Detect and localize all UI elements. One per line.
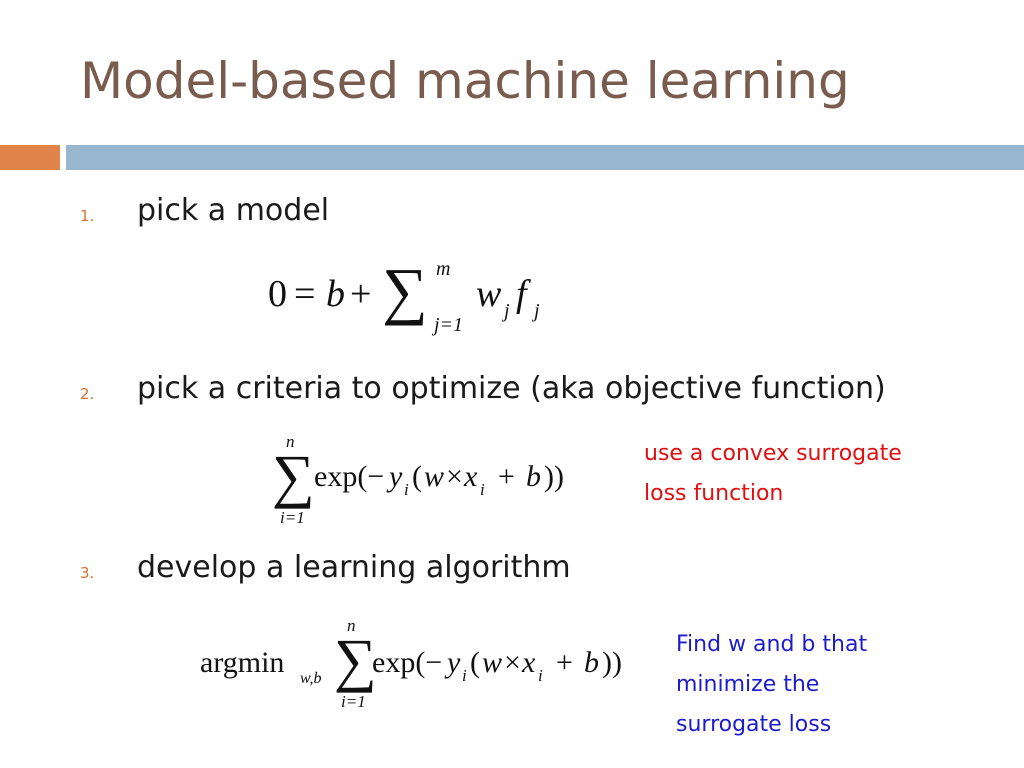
model-weight-sub: j [504, 300, 510, 322]
step-number-2: 2. [80, 385, 95, 403]
objective-times: × [446, 460, 463, 493]
model-equals: = [294, 273, 316, 315]
slide-title: Model-based machine learning [80, 52, 850, 110]
find-note-line-2: minimize the [676, 672, 820, 697]
learning-sum-symbol: ∑ [334, 627, 377, 693]
step-number-1: 1. [80, 207, 95, 225]
find-note: Find w and b that minimize the surrogate… [676, 625, 867, 745]
step-label-3: develop a learning algorithm [137, 550, 571, 585]
surrogate-note: use a convex surrogate loss function [644, 434, 902, 514]
learning-input-x: x [522, 646, 536, 679]
find-note-line-1: Find w and b that [676, 632, 868, 657]
model-equation: 0 = b + ∑ m j=1 w j f j [268, 255, 568, 348]
model-feature: f [516, 273, 527, 315]
surrogate-note-line-1: use a convex surrogate [644, 441, 902, 466]
learning-open-paren: ( [470, 646, 480, 679]
learning-input-x-sub: i [538, 666, 543, 685]
title-underline-accent [0, 145, 60, 170]
objective-label-y: y [389, 460, 403, 493]
title-underline-bar [66, 145, 1024, 170]
step-number-3: 3. [80, 564, 95, 582]
find-note-line-3: surrogate loss [676, 712, 832, 737]
model-feature-sub: j [534, 300, 540, 322]
objective-sum-lower: i=1 [280, 508, 305, 527]
model-sum-upper: m [436, 258, 451, 280]
learning-equation: argmin w,b n ∑ i=1 exp(− y i ( w × x i +… [200, 616, 660, 716]
learning-exp: exp(− [372, 646, 443, 679]
learning-argmin: argmin [200, 646, 285, 679]
model-lhs: 0 [268, 273, 287, 315]
model-sum-lower: j=1 [434, 314, 464, 336]
objective-weight: w [424, 460, 445, 493]
objective-equation: n ∑ i=1 exp(− y i ( w × x i + b )) [272, 432, 592, 532]
objective-input-x: x [464, 460, 478, 493]
learning-weight: w [482, 646, 503, 679]
objective-input-x-sub: i [480, 480, 485, 499]
learning-label-y-sub: i [462, 666, 467, 685]
step-label-1: pick a model [137, 193, 330, 228]
objective-plus: + [498, 460, 515, 493]
objective-exp: exp(− [314, 460, 385, 493]
surrogate-note-line-2: loss function [644, 481, 784, 506]
learning-argmin-sub: w,b [300, 670, 322, 687]
learning-times: × [504, 646, 521, 679]
model-bias: b [326, 273, 345, 315]
objective-sum-symbol: ∑ [272, 443, 315, 509]
learning-bias: b [584, 646, 599, 679]
learning-sum-lower: i=1 [341, 692, 366, 711]
objective-label-y-sub: i [404, 480, 409, 499]
objective-open-paren: ( [412, 460, 422, 493]
model-weight: w [476, 273, 502, 315]
learning-sum-upper: n [347, 616, 356, 635]
step-label-2: pick a criteria to optimize (aka objecti… [137, 371, 886, 406]
learning-plus: + [556, 646, 573, 679]
learning-close-parens: )) [602, 646, 622, 679]
objective-close-parens: )) [544, 460, 564, 493]
objective-bias: b [526, 460, 541, 493]
model-plus: + [350, 273, 372, 315]
model-sum-symbol: ∑ [382, 255, 428, 326]
objective-sum-upper: n [286, 432, 295, 451]
learning-label-y: y [447, 646, 461, 679]
